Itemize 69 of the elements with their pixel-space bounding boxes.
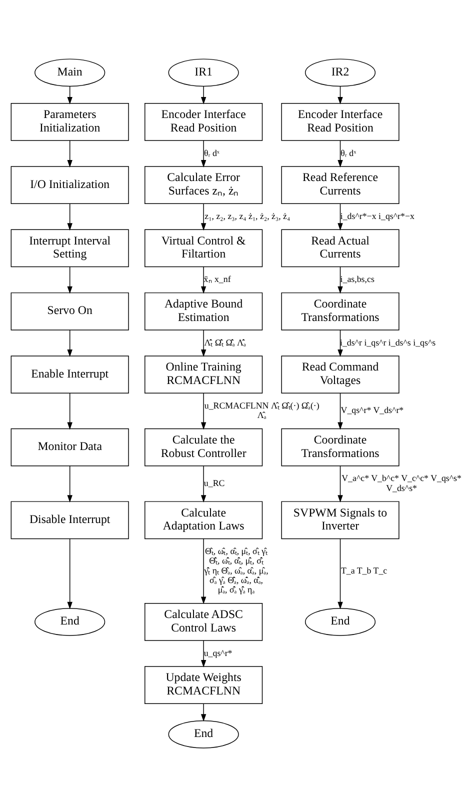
arrow xyxy=(200,466,206,503)
node-box: Online Training RCMACFLNN xyxy=(144,356,263,394)
node-box: Adaptive Bound Estimation xyxy=(144,292,263,330)
edge-label: Θ̂ₜ, ω̂ₜ, α̂ₜ, μ̂ₜ, σ̂ₜ γ̂ₜ Θ̂̇ₜ, ω̂̇ₜ, α̂̇ₜ, μ̂̇ₜ, σ̂̇ₜ γ̂̇ₜ ηₜ Θ̂ₐ, ω̂ₐ, α̂ₐ, μ̂ₐ, σ̂ₐ γ̂ₐ Θ̂̇ₐ, ω̂̇ₐ, α̂̇ₐ, μ̂̇ₐ, σ̂̇ₐ γ̂̇ₐ ηₐ xyxy=(204,546,268,595)
arrow xyxy=(200,266,206,294)
node-box: Read Reference Currents xyxy=(281,166,400,204)
arrow xyxy=(67,266,72,294)
arrow xyxy=(338,392,343,430)
node-ellipse: End xyxy=(168,720,239,748)
arrow xyxy=(338,86,343,104)
node-box: Parameters Initialization xyxy=(10,103,129,141)
edge-label: z₁, z₂, z₃, z₄ ż₁, ż₂, ż₃, ż₄ xyxy=(204,210,290,221)
arrow xyxy=(200,140,206,168)
arrow xyxy=(200,392,206,430)
node-box: Calculate the Robust Controller xyxy=(144,428,263,466)
node-ellipse: IR1 xyxy=(168,58,239,87)
arrow xyxy=(338,538,343,610)
arrow xyxy=(200,640,206,668)
edge-label: V_qs^r* V_ds^r* xyxy=(340,405,404,416)
arrow xyxy=(67,392,72,430)
edge-label: i_ds^r*−x i_qs^r*−x xyxy=(340,210,414,221)
edge-label: θᵣ dˣ xyxy=(204,148,220,158)
node-box: SVPWM Signals to Inverter xyxy=(281,501,400,540)
arrow xyxy=(67,466,72,503)
node-box: Read Actual Currents xyxy=(281,229,400,268)
arrow xyxy=(67,140,72,168)
arrow xyxy=(338,140,343,168)
edge-label: u_RC xyxy=(204,478,225,488)
edge-label: T_a T_b T_c xyxy=(340,565,388,576)
node-box: Virtual Control & Filtartion xyxy=(144,229,263,268)
arrow xyxy=(338,266,343,294)
arrow xyxy=(200,203,206,231)
edge-label: V_a^c* V_b^c* V_c^c* V_qs^s* V_ds^s* xyxy=(342,473,462,493)
node-box: Interrupt Interval Setting xyxy=(10,229,129,268)
node-ellipse: End xyxy=(34,608,106,636)
edge-label: u_RCMACFLNN Λ̂ₜ Ω̂ₜ(·) Ω̂ₐ(·) Λ̂ₐ xyxy=(204,400,320,420)
node-ellipse: IR2 xyxy=(304,58,376,87)
node-box: Servo On xyxy=(10,292,129,330)
node-box: Encoder Interface Read Position xyxy=(281,103,400,141)
arrow xyxy=(338,330,343,357)
arrow xyxy=(200,704,206,722)
node-box: Coordinate Transformations xyxy=(281,292,400,330)
node-box: Coordinate Transformations xyxy=(281,428,400,466)
edge-label: i_ds^r i_qs^r i_ds^s i_qs^s xyxy=(340,337,436,348)
node-box: Monitor Data xyxy=(10,428,129,466)
arrow xyxy=(338,466,343,503)
node-box: Encoder Interface Read Position xyxy=(144,103,263,141)
arrow xyxy=(200,538,206,604)
node-box: Disable Interrupt xyxy=(10,501,129,540)
arrow xyxy=(67,330,72,357)
node-box: Read Command Voltages xyxy=(281,356,400,394)
node-box: I/O Initialization xyxy=(10,166,129,204)
edge-label: Λ̂̇ₜ Ω̂̇ₜ Ω̂̇ₐ Λ̂̇ₐ xyxy=(204,337,246,348)
node-ellipse: End xyxy=(304,608,376,636)
node-box: Update Weights RCMACFLNN xyxy=(144,666,263,704)
node-box: Calculate Adaptation Laws xyxy=(144,501,263,540)
arrow xyxy=(67,538,72,610)
node-ellipse: Main xyxy=(34,58,106,87)
node-box: Calculate Error Surfaces zₙ, żₙ xyxy=(144,166,263,204)
node-box: Calculate ADSC Control Laws xyxy=(144,602,263,641)
node-box: Enable Interrupt xyxy=(10,356,129,394)
edge-label: u_qs^r* xyxy=(204,648,232,658)
edge-label: i_as,bs,cs xyxy=(340,274,374,284)
arrow xyxy=(338,203,343,231)
arrow xyxy=(200,330,206,357)
arrow xyxy=(67,203,72,231)
arrow xyxy=(200,86,206,104)
arrow xyxy=(67,86,72,104)
edge-label: θᵣ dˣ xyxy=(340,148,356,158)
